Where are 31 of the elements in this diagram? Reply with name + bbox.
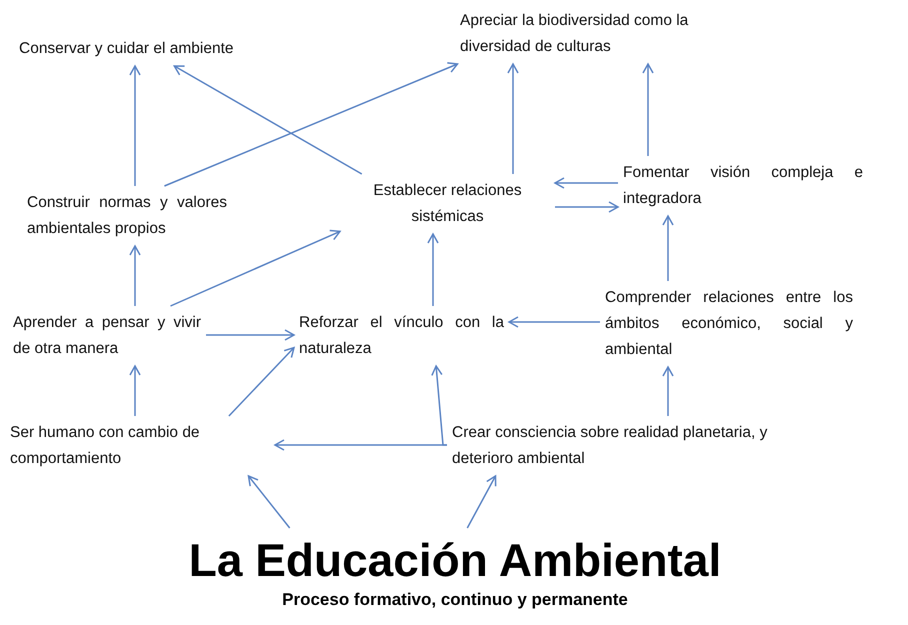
arrow	[662, 215, 674, 281]
arrow	[164, 62, 458, 187]
concept-subtext: Proceso formativo, continuo y permanente	[281, 589, 629, 611]
arrow	[508, 316, 600, 328]
arrow	[507, 63, 519, 174]
arrow	[466, 475, 496, 528]
arrow	[129, 245, 141, 306]
concept-text: Comprender relaciones entre los ámbitos económico, social y ambiental	[605, 288, 853, 360]
arrow	[129, 365, 141, 416]
arrow	[228, 346, 295, 417]
arrow	[129, 65, 141, 186]
concept-text: Crear consciencia sobre realidad planetaria, y deterioro ambiental	[452, 423, 768, 469]
concept-text: Conservar y cuidar el ambiente	[19, 39, 235, 59]
central-concept-text: La Educación Ambiental	[188, 533, 722, 588]
arrow	[174, 65, 362, 175]
concept-text: Aprender a pensar y vivir de otra manera	[13, 313, 201, 359]
arrow	[555, 201, 619, 213]
concept-text: Ser humano con cambio de comportamiento	[10, 423, 201, 469]
arrow	[427, 233, 439, 306]
arrow	[554, 177, 618, 189]
concept-text: Construir normas y valores ambientales propios	[27, 193, 227, 239]
arrow	[642, 63, 654, 156]
arrow	[170, 230, 341, 307]
concept-text: Apreciar la biodiversidad como la diversidad de culturas	[460, 11, 690, 57]
concept-text: Reforzar el vínculo con la naturaleza	[299, 313, 504, 359]
concept-text: Establecer relaciones sistémicas	[372, 181, 523, 227]
arrow	[431, 365, 447, 446]
arrow	[206, 329, 295, 341]
concept-text: Fomentar visión compleja e integradora	[623, 163, 863, 209]
arrow	[662, 366, 674, 416]
arrow	[248, 475, 290, 528]
